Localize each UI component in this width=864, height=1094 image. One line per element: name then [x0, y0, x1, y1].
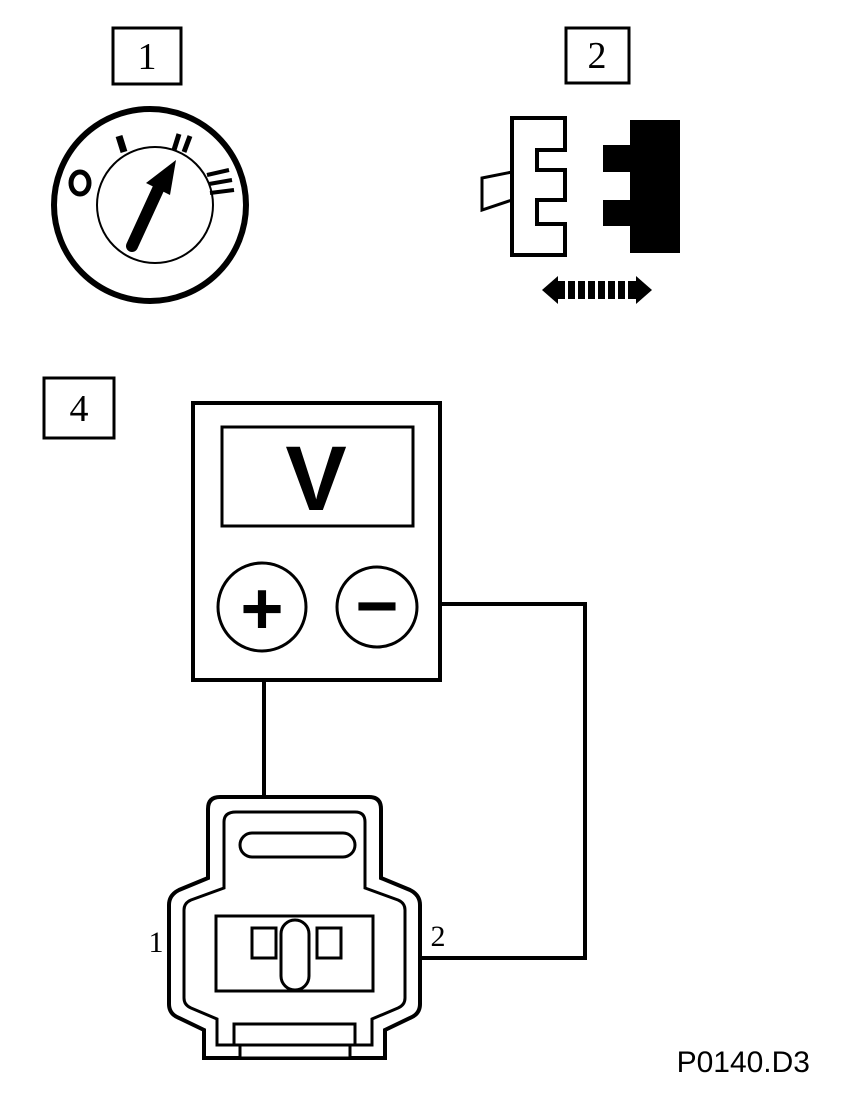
- sensor-connector: [167, 795, 422, 1060]
- connector-disconnect-icon: [480, 116, 680, 304]
- positive-terminal: +: [216, 561, 308, 653]
- ignition-position-0-icon: [68, 169, 92, 197]
- step-4-label: 4: [42, 376, 116, 440]
- step-1-text: 1: [138, 36, 157, 78]
- positive-terminal-label: +: [240, 567, 283, 650]
- ignition-position-ii-icon: [171, 133, 193, 153]
- ignition-key-arrow-icon: [126, 160, 176, 252]
- voltmeter: V + −: [191, 401, 442, 682]
- voltmeter-display: V: [285, 428, 346, 530]
- step-2-label: 2: [564, 26, 631, 85]
- double-arrow-icon: [542, 276, 652, 304]
- ignition-switch-icon: [51, 106, 249, 304]
- figure-code: P0140.D3: [677, 1046, 810, 1079]
- negative-terminal: −: [335, 564, 419, 649]
- pin-1-terminal: [250, 926, 278, 960]
- step-1-label: 1: [111, 26, 183, 86]
- step-4-text: 4: [70, 388, 89, 430]
- pin-2-terminal: [315, 926, 343, 960]
- ignition-position-i-icon: [115, 134, 128, 154]
- negative-terminal-label: −: [355, 564, 398, 647]
- negative-lead-wire: [320, 602, 587, 960]
- pin-1-label: 1: [149, 926, 164, 959]
- ignition-position-iii-icon: [206, 168, 235, 195]
- step-2-text: 2: [588, 35, 607, 77]
- pin-2-label: 2: [431, 920, 446, 953]
